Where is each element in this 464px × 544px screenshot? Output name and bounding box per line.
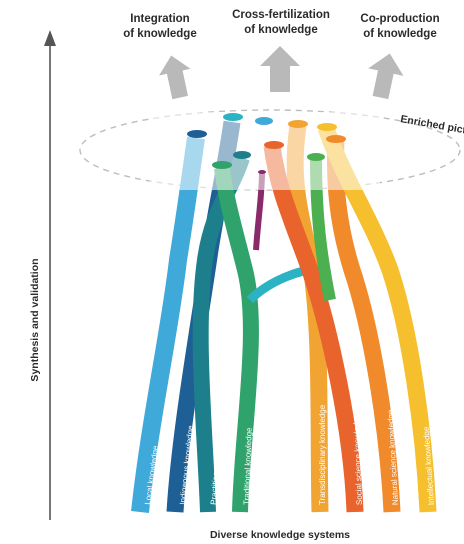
integration-arrow-icon: [159, 55, 191, 100]
cap-intellectual: [317, 123, 337, 131]
cross-fertilization-arrow-icon: [260, 46, 300, 92]
stream-label-social-science: Social science knowledge: [352, 413, 364, 505]
cap-indigenous: [187, 130, 207, 138]
enriched-fade: [150, 112, 380, 190]
x-axis-label: Diverse knowledge systems: [210, 529, 350, 541]
cap-transdisciplinary: [288, 120, 308, 128]
cap-local: [255, 117, 273, 125]
integration-label-line2: of knowledge: [123, 28, 196, 40]
cap-natural-science: [326, 135, 346, 143]
co-production-label-line1: Co-production: [360, 13, 439, 25]
cap-purple: [258, 170, 266, 174]
synthesis-axis: Synthesis and validation: [29, 30, 56, 520]
cap-green: [307, 153, 325, 161]
cross-fertilization-label-line2: of knowledge: [244, 24, 317, 36]
cap-practitioners: [233, 151, 251, 159]
outcome-arrows: [159, 46, 404, 100]
y-axis-label: Synthesis and validation: [29, 258, 41, 381]
cap-teal: [223, 113, 243, 121]
stream-caps: [187, 113, 346, 174]
co-production-label-line2: of knowledge: [363, 28, 436, 40]
co-production-arrow-icon: [368, 53, 404, 100]
stream-label-traditional: Traditional knowledge: [242, 427, 254, 505]
cap-social-science: [264, 141, 284, 149]
stream-label-transdisciplinary: Transdisciplinary knowledge: [318, 404, 327, 505]
stream-traditional: [214, 166, 259, 513]
enriched-picture-label: Enriched picture: [399, 113, 464, 139]
integration-label-line1: Integration: [130, 13, 189, 25]
synthesis-axis-arrowhead: [44, 30, 56, 46]
cap-traditional: [212, 161, 232, 169]
cross-fertilization-label-line1: Cross-fertilization: [232, 9, 330, 21]
